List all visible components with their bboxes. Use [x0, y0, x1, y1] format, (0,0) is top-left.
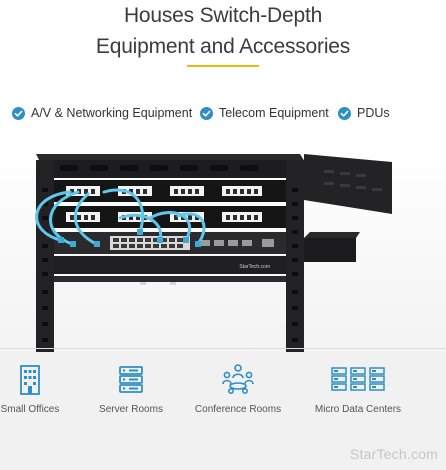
use-micro-data-centers: Micro Data Centers: [303, 358, 413, 422]
check-circle-icon: [12, 106, 25, 120]
brand-watermark: StarTech.com: [350, 446, 438, 462]
rack-rails: [36, 160, 304, 352]
uses-band: [0, 352, 446, 470]
product-photo: StarTech.com: [0, 140, 446, 352]
feature-list: A/V & Networking Equipment Telecom Equip…: [0, 103, 446, 123]
use-label: Micro Data Centers: [314, 404, 402, 415]
brand-label: StarTech.com: [239, 264, 270, 270]
title-line-1: Houses Switch-Depth: [123, 4, 323, 27]
use-server-rooms: Server Rooms: [76, 358, 186, 422]
use-label: Conference Rooms: [194, 404, 282, 415]
accent-rule: [187, 65, 259, 67]
feature-label: PDUs: [357, 106, 390, 120]
use-conference-rooms: Conference Rooms: [183, 358, 293, 422]
office-building-icon: [20, 365, 40, 395]
feature-item-telecom: Telecom Equipment: [200, 103, 329, 123]
use-label: Server Rooms: [99, 404, 163, 415]
check-circle-icon: [200, 106, 213, 120]
data-center-icon: [331, 367, 385, 391]
network-switch: [54, 232, 286, 254]
server-rack-icon: [119, 366, 143, 393]
conference-people-icon: [222, 364, 254, 394]
patch-panels: [54, 180, 286, 228]
rack-top-frame: [36, 154, 392, 214]
check-circle-icon: [338, 106, 351, 120]
lower-shelf: StarTech.com: [54, 232, 360, 285]
feature-label: A/V & Networking Equipment: [31, 106, 193, 120]
feature-item-av-networking: A/V & Networking Equipment: [12, 103, 192, 123]
title-line-2: Equipment and Accessories: [95, 35, 351, 58]
page-title: Houses Switch-Depth Equipment and Access…: [0, 0, 446, 62]
open-frame-rack-illustration: StarTech.com: [0, 140, 446, 352]
use-label: Small Offices: [0, 404, 60, 415]
cable-boots: [58, 229, 201, 247]
feature-item-pdus: PDUs: [338, 103, 390, 123]
feature-label: Telecom Equipment: [219, 106, 329, 120]
use-small-offices: Small Offices: [0, 358, 85, 422]
